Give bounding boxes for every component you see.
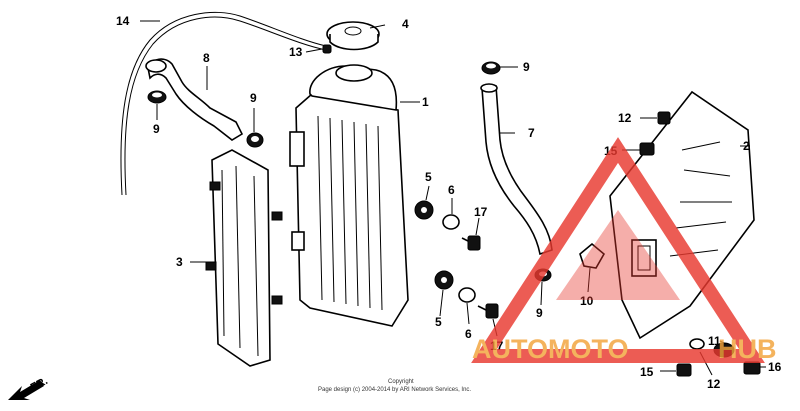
callout-9-left: 9 [153,122,160,136]
washer-15-bottom [676,363,692,377]
arrow-icon [8,380,44,400]
bolt-17-lower [477,303,499,319]
callout-15-bottom: 15 [640,365,654,379]
washer-15-top [639,142,655,156]
radiator-1 [289,64,409,327]
watermark-text-right: HUB [718,334,777,364]
watermark-triangle [471,137,765,363]
hose-clamp-9-left [147,90,167,104]
callout-3: 3 [176,255,183,269]
copyright: Copyright Page design (c) 2004-2014 by A… [318,379,471,393]
callout-6-lower: 6 [465,327,472,341]
watermark-inner-triangle [556,210,680,300]
callout-11: 11 [708,334,721,348]
callout-5-upper: 5 [425,170,432,184]
callout-16: 16 [768,360,782,374]
callout-5-lower: 5 [435,315,442,329]
collar-6-lower [458,287,476,303]
callout-4: 4 [402,17,409,31]
callout-12-top: 12 [618,111,632,125]
automotohub-watermark: AUTOMOTO HUB [471,137,777,364]
clip-13 [322,44,332,54]
bolt-12-top [657,111,671,125]
watermark-text-left: AUTOMOTO [472,334,629,364]
callout-13: 13 [289,45,303,59]
radiator-guard-3 [205,149,283,367]
copyright-line-1: Copyright [388,379,414,385]
collar-6-upper [442,214,460,230]
grommet-5-lower [434,270,454,290]
front-direction-arrow: FR. [8,375,50,400]
side-guard-2 [609,90,755,340]
callout-9-top-right: 9 [523,60,530,74]
callout-14: 14 [116,14,130,28]
callout-12-bottom: 12 [707,377,721,391]
clamp-10 [579,242,606,269]
radiator-cap-4 [326,21,380,51]
callout-9-upper: 9 [250,91,257,105]
lower-hose-7 [480,83,553,256]
bolt-12-bottom [689,338,705,350]
callout-6-upper: 6 [448,183,455,197]
hose-clamp-9-top-right [481,61,501,75]
callout-17-upper: 17 [474,205,488,219]
callout-2: 2 [743,139,750,153]
direction-label: FR. [29,375,50,394]
copyright-line-2: Page design (c) 2004-2014 by ARI Network… [318,387,471,393]
overflow-tube-14 [120,11,327,196]
grommet-5-upper [414,200,434,220]
callout-8: 8 [203,51,210,65]
callout-9-lower-right: 9 [536,306,543,320]
bolt-17-upper [461,235,481,251]
callout-10: 10 [580,294,594,308]
upper-hose-8 [145,58,244,141]
hose-clamp-9-upper [246,132,264,148]
callout-7: 7 [528,126,535,140]
callout-1: 1 [422,95,429,109]
